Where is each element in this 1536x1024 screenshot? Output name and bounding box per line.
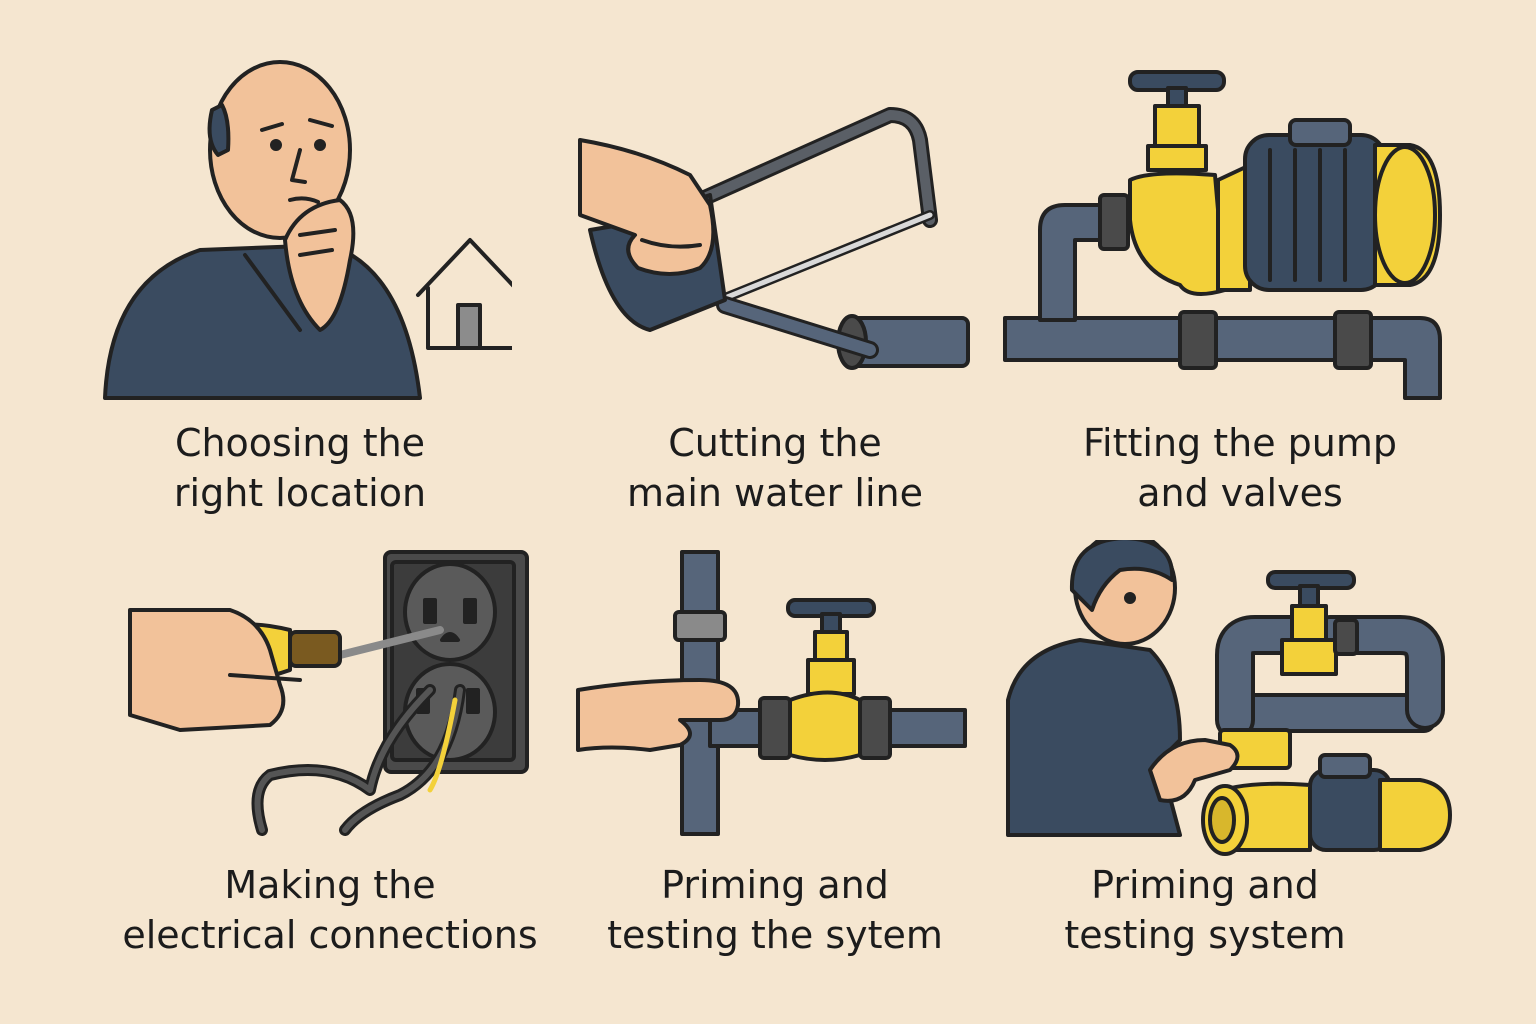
hacksaw-pipe-icon bbox=[578, 107, 970, 370]
step-6-line1: Priming and bbox=[1091, 863, 1319, 907]
step-5-line1: Priming and bbox=[661, 863, 889, 907]
step-2-panel: Cutting the main water line bbox=[560, 0, 980, 520]
step-4-line2: electrical connections bbox=[122, 913, 538, 957]
screwdriver-outlet-icon bbox=[128, 550, 529, 836]
hand-pipe-valve-icon bbox=[576, 550, 967, 836]
step-1-caption: Choosing the right location bbox=[0, 418, 600, 518]
step-6-panel: Priming and testing system bbox=[1000, 540, 1536, 1024]
step-5-caption: Priming and testing the sytem bbox=[560, 860, 990, 960]
step-5-line2: testing the sytem bbox=[607, 913, 943, 957]
step-1-panel: Choosing the right location bbox=[0, 0, 512, 520]
step-4-panel: Making the electrical connections bbox=[0, 540, 560, 1024]
step-2-line2: main water line bbox=[627, 471, 923, 515]
step-6-caption: Priming and testing system bbox=[1000, 860, 1410, 960]
step-1-line1: Choosing the bbox=[174, 421, 426, 465]
step-3-caption: Fitting the pump and valves bbox=[1000, 418, 1480, 518]
step-5-panel: Priming and testing the sytem bbox=[560, 540, 990, 1024]
step-1-line2: right location bbox=[173, 471, 427, 515]
step-2-line1: Cutting the bbox=[668, 421, 882, 465]
man-pump-icon bbox=[1006, 540, 1452, 856]
step-6-line2: testing system bbox=[1064, 913, 1346, 957]
step-2-caption: Cutting the main water line bbox=[560, 418, 990, 518]
step-3-line2: and valves bbox=[1137, 471, 1343, 515]
pump-valve-icon bbox=[1003, 70, 1442, 400]
thinking-man-house-icon bbox=[103, 60, 512, 400]
step-4-caption: Making the electrical connections bbox=[0, 860, 660, 960]
step-3-line1: Fitting the pump bbox=[1082, 421, 1398, 465]
step-4-line1: Making the bbox=[224, 863, 436, 907]
step-3-panel: Fitting the pump and valves bbox=[1000, 0, 1536, 520]
